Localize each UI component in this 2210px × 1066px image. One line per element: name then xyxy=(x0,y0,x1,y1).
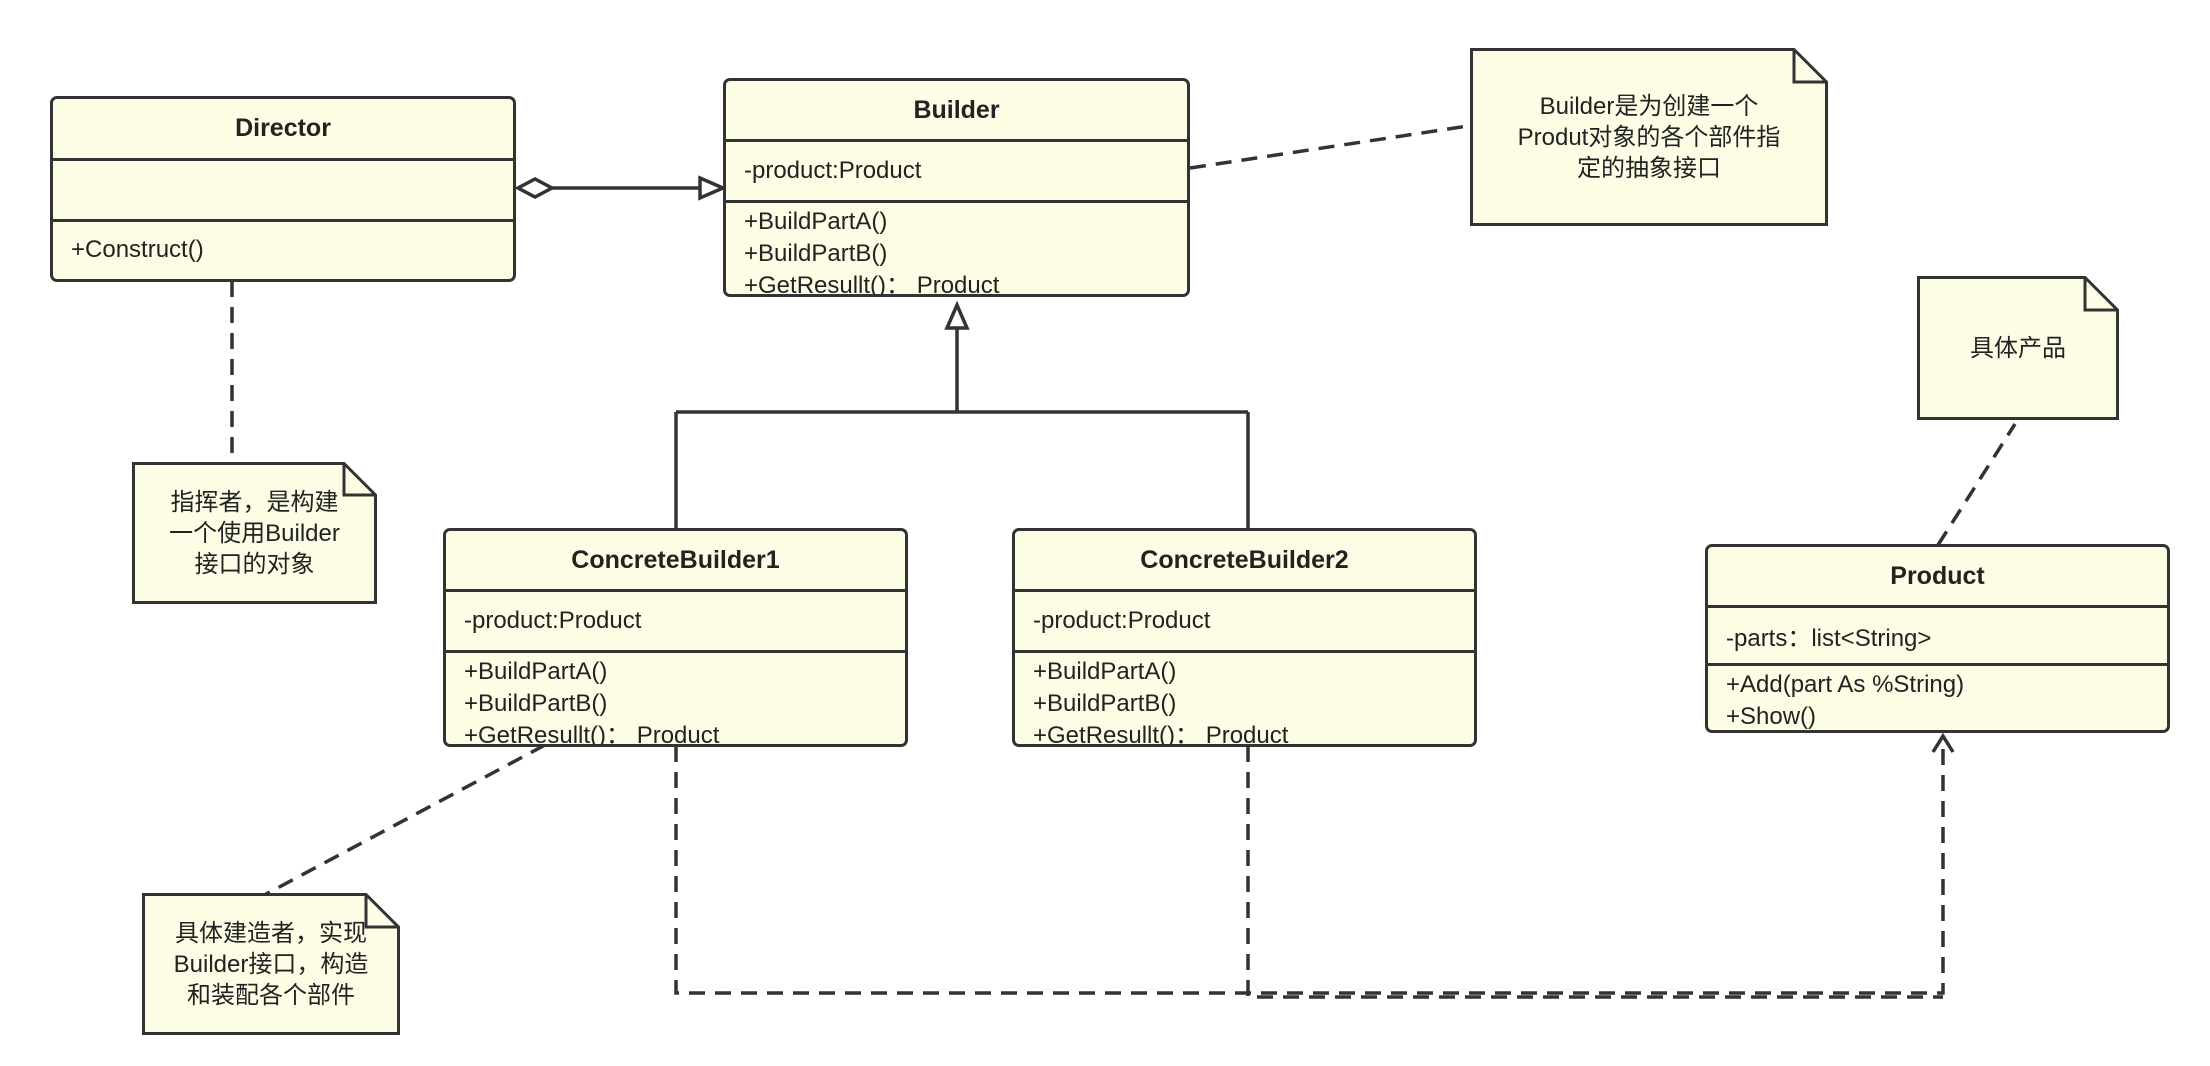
operation: +GetResullt()： Product xyxy=(1033,722,1289,747)
operation: +GetResullt()： Product xyxy=(464,722,720,747)
operation: +Add(part As %String) xyxy=(1726,671,1965,698)
operation: +BuildPartB() xyxy=(464,690,608,717)
class-director[interactable]: Director +Construct() xyxy=(50,96,516,282)
generalization-arrowhead xyxy=(944,300,970,330)
aggregation-diamond xyxy=(514,177,556,199)
note-line: Builder接口，构造 xyxy=(173,950,369,978)
class-title: Builder xyxy=(726,81,1187,142)
operation: +BuildPartA() xyxy=(464,658,608,685)
class-title: ConcreteBuilder2 xyxy=(1015,531,1474,592)
note-link-product xyxy=(1936,423,2017,546)
class-title: Product xyxy=(1708,547,2167,608)
class-attributes: -parts：list<String> xyxy=(1708,608,2167,666)
operation: +BuildPartA() xyxy=(744,208,888,235)
operation: +BuildPartB() xyxy=(744,240,888,267)
note-text: 具体建造者，实现 Builder接口，构造 和装配各个部件 xyxy=(174,918,369,1011)
class-title: Director xyxy=(53,99,513,161)
note-line: Produt对象的各个部件指 xyxy=(1517,123,1781,151)
note-text: 指挥者，是构建 一个使用Builder 接口的对象 xyxy=(169,487,340,580)
note-line: Builder是为创建一个 xyxy=(1539,92,1759,120)
aggregation-arrowhead xyxy=(698,175,728,201)
class-operations: +Construct() xyxy=(53,222,513,266)
class-attributes xyxy=(53,161,513,222)
attribute: -product:Product xyxy=(744,157,922,184)
note-text: Builder是为创建一个 Produt对象的各个部件指 定的抽象接口 xyxy=(1518,91,1781,184)
attribute: -product:Product xyxy=(464,607,642,634)
note-line: 具体建造者，实现 xyxy=(175,919,367,947)
operation: +BuildPartA() xyxy=(1033,658,1177,685)
class-builder[interactable]: Builder -product:Product +BuildPartA() +… xyxy=(723,78,1190,297)
note-builder[interactable]: Builder是为创建一个 Produt对象的各个部件指 定的抽象接口 xyxy=(1470,48,1828,226)
note-shape xyxy=(1917,276,2119,420)
dependency-line xyxy=(1246,746,1943,999)
attribute: -parts：list<String> xyxy=(1726,625,1932,652)
dependency-line xyxy=(674,740,1945,995)
note-link-concrete xyxy=(254,743,546,902)
note-director[interactable]: 指挥者，是构建 一个使用Builder 接口的对象 xyxy=(132,462,377,604)
operation: +Construct() xyxy=(71,236,204,263)
class-title: ConcreteBuilder1 xyxy=(446,531,905,592)
operation: +BuildPartB() xyxy=(1033,690,1177,717)
note-line: 具体产品 xyxy=(1970,334,2066,362)
note-line: 和装配各个部件 xyxy=(187,981,355,1009)
note-link-builder xyxy=(1189,124,1469,170)
class-attributes: -product:Product xyxy=(726,142,1187,203)
class-operations: +Add(part As %String) +Show() xyxy=(1708,666,2167,730)
note-concrete-builder[interactable]: 具体建造者，实现 Builder接口，构造 和装配各个部件 xyxy=(142,893,400,1035)
note-line: 一个使用Builder xyxy=(169,519,340,547)
note-text: 具体产品 xyxy=(1970,333,2066,364)
note-shape xyxy=(1470,48,1828,226)
class-attributes: -product:Product xyxy=(1015,592,1474,653)
note-product[interactable]: 具体产品 xyxy=(1917,276,2119,420)
class-operations: +BuildPartA() +BuildPartB() +GetResullt(… xyxy=(446,653,905,747)
dependency-arrowhead xyxy=(1931,732,1955,753)
class-operations: +BuildPartA() +BuildPartB() +GetResullt(… xyxy=(1015,653,1474,747)
note-shape xyxy=(142,893,400,1035)
class-concrete-builder1[interactable]: ConcreteBuilder1 -product:Product +Build… xyxy=(443,528,908,747)
attribute: -product:Product xyxy=(1033,607,1211,634)
note-line: 指挥者，是构建 xyxy=(170,488,339,516)
class-attributes: -product:Product xyxy=(446,592,905,653)
note-shape xyxy=(132,462,377,604)
class-product[interactable]: Product -parts：list<String> +Add(part As… xyxy=(1705,544,2170,733)
note-line: 定的抽象接口 xyxy=(1577,154,1721,182)
operation: +GetResullt()： Product xyxy=(744,272,1000,297)
operation: +Show() xyxy=(1726,703,1817,730)
class-concrete-builder2[interactable]: ConcreteBuilder2 -product:Product +Build… xyxy=(1012,528,1477,747)
class-operations: +BuildPartA() +BuildPartB() +GetResullt(… xyxy=(726,203,1187,297)
note-line: 接口的对象 xyxy=(194,550,315,578)
